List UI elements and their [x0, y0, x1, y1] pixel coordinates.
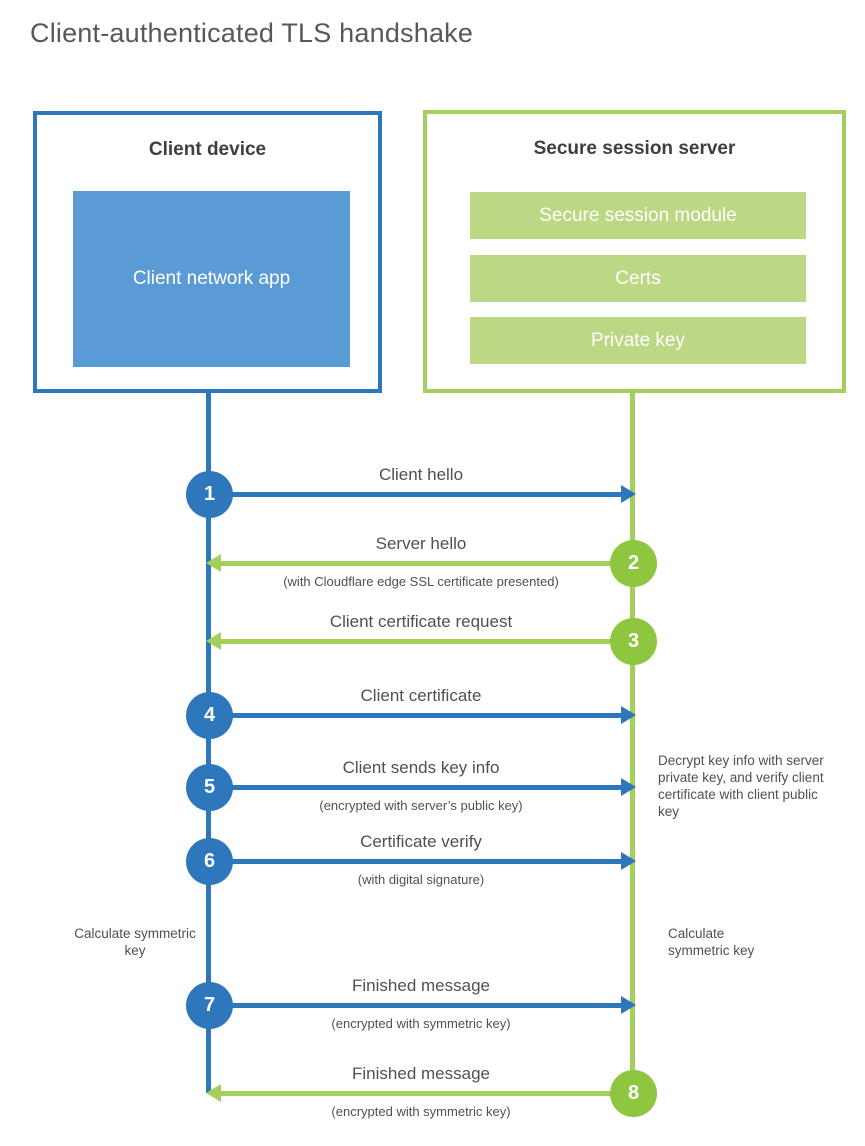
step-circle: 6 — [186, 838, 233, 885]
step-number: 4 — [203, 704, 216, 726]
page-title: Client-authenticated TLS handshake — [30, 18, 474, 48]
arrowhead-left-icon — [206, 632, 221, 650]
arrowhead-right-icon — [621, 996, 636, 1014]
step-circle: 7 — [186, 982, 233, 1029]
arrowhead-right-icon — [621, 852, 636, 870]
step-circle: 1 — [186, 471, 233, 518]
message-arrow — [213, 859, 629, 864]
step-number: 7 — [203, 994, 216, 1016]
step-circle: 8 — [610, 1070, 657, 1117]
server-module-private-key: Private key — [470, 317, 806, 364]
client-app-label: Client network app — [132, 267, 291, 289]
step-circle: 3 — [610, 618, 657, 665]
arrowhead-right-icon — [621, 485, 636, 503]
server-lifeline — [630, 393, 635, 1093]
step-circle: 2 — [610, 540, 657, 587]
message-label: Client certificate request — [329, 612, 513, 631]
message-subtitle: (with Cloudflare edge SSL certificate pr… — [283, 574, 559, 589]
message-arrow — [213, 492, 629, 497]
arrowhead-left-icon — [206, 554, 221, 572]
server-box-title: Secure session server — [533, 138, 736, 159]
server-box: Secure session server Secure session mod… — [423, 110, 846, 393]
client-box-title: Client device — [148, 139, 267, 160]
message-label: Finished message — [352, 976, 490, 995]
message-label: Client hello — [378, 465, 464, 484]
message-label: Finished message — [352, 1064, 490, 1083]
message-subtitle: (encrypted with server’s public key) — [319, 798, 523, 813]
arrowhead-right-icon — [621, 706, 636, 724]
step-number: 6 — [203, 850, 216, 872]
message-label: Server hello — [375, 534, 467, 553]
message-arrow — [213, 1091, 629, 1096]
note-decrypt-key-info: Decrypt key info with server private key… — [658, 753, 824, 820]
message-arrow — [213, 713, 629, 718]
arrowhead-left-icon — [206, 1084, 221, 1102]
message-label: Client sends key info — [342, 758, 500, 777]
step-number: 2 — [627, 552, 640, 574]
client-device-box: Client device Client network app — [33, 111, 382, 393]
server-module-certs: Certs — [470, 255, 806, 302]
message-arrow — [213, 561, 629, 566]
message-arrow — [213, 785, 629, 790]
step-number: 1 — [203, 483, 216, 505]
message-subtitle: (with digital signature) — [357, 872, 485, 887]
message-subtitle: (encrypted with symmetric key) — [331, 1104, 511, 1119]
server-module-secure-session: Secure session module — [470, 192, 806, 239]
arrowhead-right-icon — [621, 778, 636, 796]
step-number: 3 — [627, 630, 640, 652]
message-arrow — [213, 1003, 629, 1008]
step-circle: 4 — [186, 692, 233, 739]
message-label: Client certificate — [360, 686, 482, 705]
message-label: Certificate verify — [360, 832, 482, 851]
client-lifeline — [206, 393, 211, 1093]
note-calc-symmetric-key-client: Calculate symmetric key — [74, 926, 196, 959]
message-subtitle: (encrypted with symmetric key) — [331, 1016, 511, 1031]
note-calc-symmetric-key-server: Calculate symmetric key — [668, 926, 755, 959]
message-arrow — [213, 639, 629, 644]
step-circle: 5 — [186, 764, 233, 811]
step-number: 8 — [627, 1082, 640, 1104]
step-number: 5 — [203, 776, 216, 798]
client-network-app: Client network app — [73, 191, 350, 367]
